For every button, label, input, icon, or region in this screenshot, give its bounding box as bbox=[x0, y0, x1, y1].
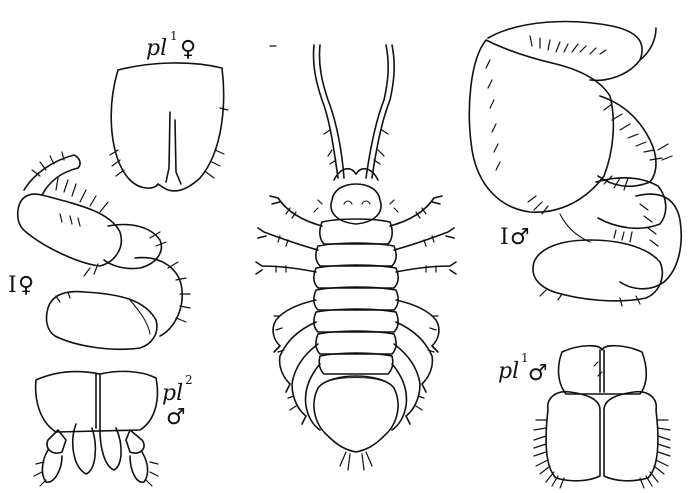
male-symbol: ♂ bbox=[166, 405, 186, 430]
habitus-dorsal-figure bbox=[256, 45, 456, 470]
pleopod-1-female-label-sup: 1 bbox=[170, 29, 178, 43]
female-symbol: ♀ bbox=[18, 273, 34, 298]
gnathopod-1-female-figure: I ♀ bbox=[8, 152, 190, 349]
male-symbol: ♂ bbox=[528, 361, 548, 386]
pleopod-1-female-label: pl bbox=[146, 36, 167, 61]
gnathopod-1-male-label: I bbox=[500, 225, 509, 250]
gnathopod-1-female-label: I bbox=[8, 273, 17, 298]
gnathopod-1-male-figure: I ♂ bbox=[469, 22, 681, 306]
pleopod-2-male-label-sup: 2 bbox=[185, 373, 193, 387]
pleopod-1-female-figure: pl 1 ♀ bbox=[110, 29, 228, 191]
pleopod-2-male-label: pl bbox=[162, 381, 183, 406]
pleopod-1-male-label: pl bbox=[498, 359, 519, 384]
pleopod-1-male-figure: pl 1 ♂ bbox=[498, 346, 670, 488]
pleopod-2-male-figure: pl 2 ♂ bbox=[34, 371, 193, 486]
male-symbol: ♂ bbox=[510, 225, 530, 250]
female-symbol: ♀ bbox=[180, 37, 196, 62]
